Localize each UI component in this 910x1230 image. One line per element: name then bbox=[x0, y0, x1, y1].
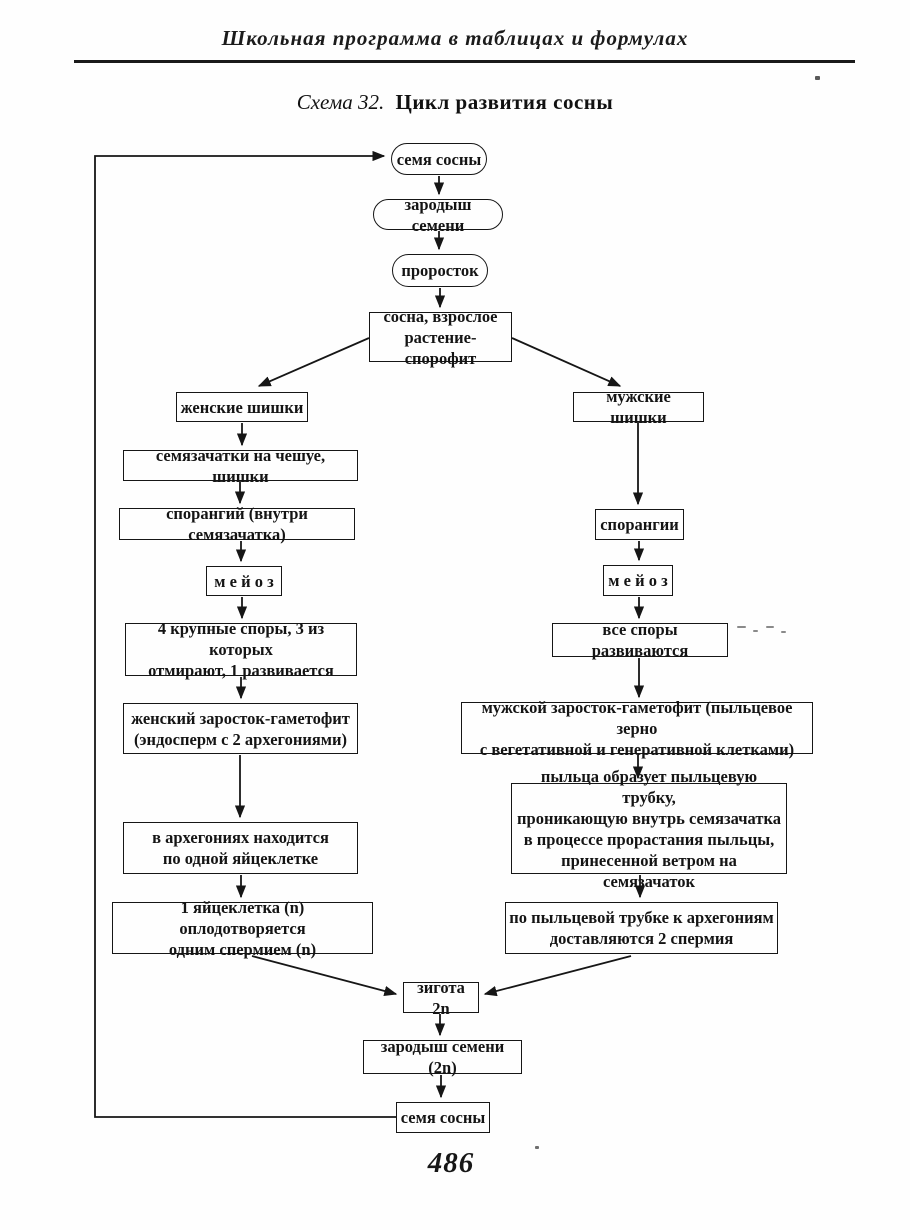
arrow-adult-female-cones bbox=[257, 337, 370, 387]
scheme-title: Схема 32. Цикл развития сосны bbox=[0, 90, 910, 115]
scan-speck bbox=[815, 76, 820, 80]
node-embryo-top: зародыш семени bbox=[373, 195, 503, 235]
node-embryo-bottom: зародыш семени (2n) bbox=[363, 1037, 522, 1077]
node-archegonia-egg: в архегониях находится по одной яйцеклет… bbox=[123, 822, 358, 874]
page-number: 486 bbox=[427, 1147, 475, 1179]
node-seed-bottom: семя сосны bbox=[396, 1102, 490, 1133]
node-adult-plant: сосна, взрослое растение-спорофит bbox=[369, 307, 512, 368]
node-meiosis-male: м е й о з bbox=[603, 565, 673, 596]
node-sporangium-female: спорангий (внутри семязачатка) bbox=[119, 504, 355, 544]
node-two-sperm: по пыльцевой трубке к архегониям доставл… bbox=[505, 902, 778, 954]
scheme-number: Схема 32. bbox=[296, 90, 385, 114]
scan-speck bbox=[535, 1146, 539, 1149]
node-pollen-tube: пыльца образует пыльцевую трубку, проник… bbox=[511, 767, 787, 891]
node-male-cones: мужские шишки bbox=[573, 387, 704, 427]
node-all-spores-develop: все споры развиваются bbox=[552, 620, 728, 660]
node-seed-top: семя сосны bbox=[391, 143, 487, 175]
scan-speck bbox=[781, 631, 786, 633]
scheme-title-text: Цикл развития сосны bbox=[395, 90, 614, 114]
arrow-sperm-zygote bbox=[483, 955, 632, 997]
header-rule bbox=[74, 60, 855, 63]
loop-seed-to-seed bbox=[94, 150, 396, 1118]
node-sporangia-male: спорангии bbox=[595, 509, 684, 540]
node-female-gametophyte: женский заросток-гаметофит (эндосперм с … bbox=[123, 703, 358, 754]
scan-speck bbox=[753, 630, 758, 632]
node-ovules: семязачатки на чешуе, шишки bbox=[123, 446, 358, 486]
scan-speck bbox=[737, 626, 746, 628]
node-male-gametophyte: мужской заросток-гаметофит (пыльцевое зе… bbox=[461, 698, 813, 759]
node-four-spores: 4 крупные споры, 3 из которых отмирают, … bbox=[125, 619, 357, 680]
node-fertilization: 1 яйцеклетка (n) оплодотворяется одним с… bbox=[112, 898, 373, 959]
scan-speck bbox=[766, 626, 774, 628]
node-meiosis-female: м е й о з bbox=[206, 566, 282, 596]
node-female-cones: женские шишки bbox=[176, 392, 308, 422]
arrow-fertilization-zygote bbox=[251, 955, 398, 997]
node-zygote: зигота 2n bbox=[403, 978, 479, 1018]
node-seedling: проросток bbox=[392, 254, 488, 287]
arrow-adult-male-cones bbox=[511, 337, 622, 387]
running-header: Школьная программа в таблицах и формулах bbox=[221, 26, 689, 50]
